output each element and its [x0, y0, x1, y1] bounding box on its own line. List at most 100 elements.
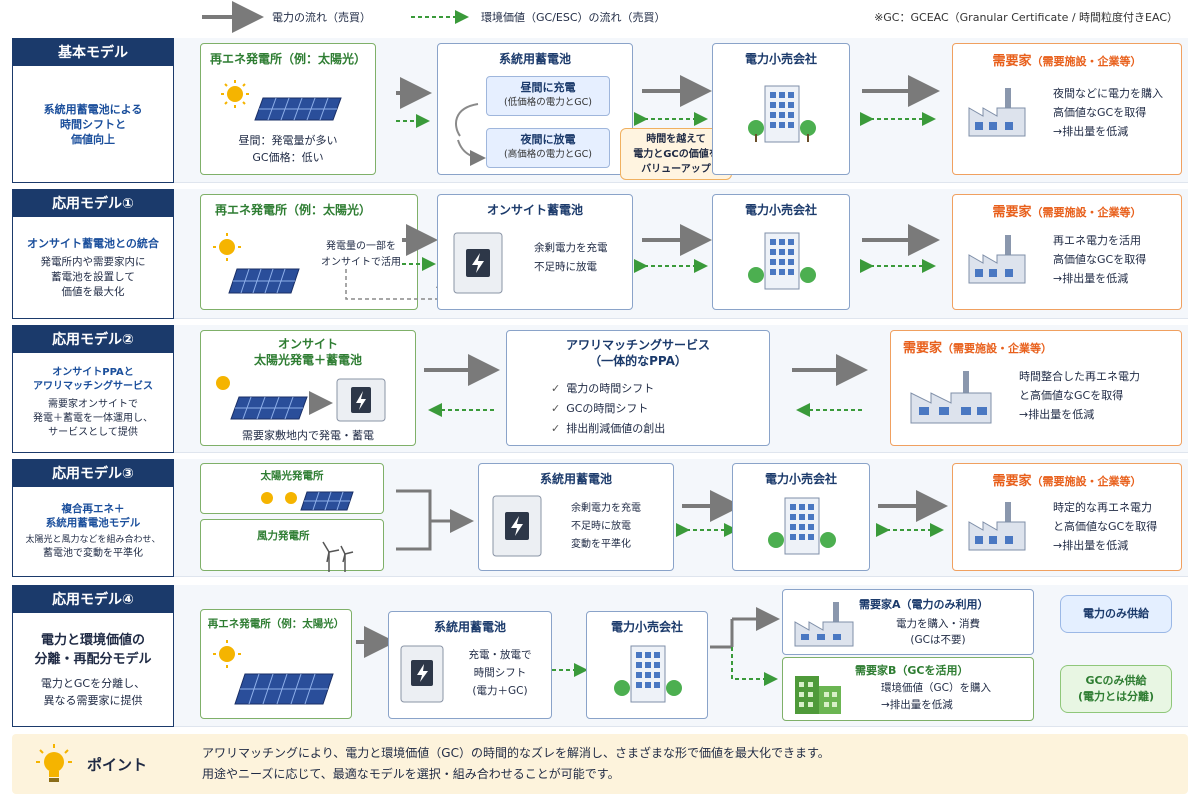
battery-box: オンサイト蓄電池 余剰電力を充電 不足時に放電 — [437, 194, 633, 310]
battery-title: 系統用蓄電池 — [539, 472, 612, 486]
callout-power-only: 電力のみ供給 — [1060, 595, 1172, 633]
gc-arrow — [552, 663, 588, 677]
legend-electricity-label: 電力の流れ（売買） — [272, 11, 371, 24]
electricity-arrow — [424, 354, 500, 386]
consumer-title: 需要家（需要施設・企業等） — [903, 341, 1053, 356]
service-checklist: ✓電力の時間シフト ✓GCの時間シフト ✓排出削減価値の創出 — [551, 382, 666, 435]
retail-box: 電力小売会社 — [712, 194, 850, 310]
consumer-a-box: 需要家A（電力のみ利用） 電力を購入・消費 (GCは不要) — [782, 589, 1034, 655]
check-icon: ✓ — [551, 422, 561, 435]
model-desc: 電力と環境価値の 分離・再配分モデル 電力とGCを分離し、 異なる需要家に提供 — [12, 613, 174, 727]
row-basic-model: 基本モデル 系統用蓄電池による 時間シフトと 価値向上 再エネ発電所（例：太陽光… — [12, 38, 1188, 183]
battery-text: 余剰電力を充電 不足時に放電 変動を平準化 — [571, 503, 641, 550]
factory-icon — [968, 88, 1026, 137]
lightbulb-icon — [36, 744, 72, 782]
battery-text: 余剰電力を充電 不足時に放電 — [534, 242, 608, 273]
generator-box: 再エネ発電所（例：太陽光） 昼間：発電量が多い GC価格：低い — [200, 43, 376, 175]
service-box: アワリマッチングサービス （一体的なPPA） ✓電力の時間シフト ✓GCの時間シ… — [506, 330, 770, 446]
electricity-arrow — [642, 75, 712, 107]
consumer-a-title: 需要家A（電力のみ利用） — [859, 598, 989, 611]
callout-gc-only: GCのみ供給 (電力とは分離) — [1060, 665, 1172, 713]
wind-turbine-icon — [322, 541, 354, 572]
gc-arrow-bidirectional — [634, 259, 708, 273]
battery-box: 系統用蓄電池 充電・放電で 時間シフト (電力＋GC) — [388, 611, 552, 719]
battery-box: 系統用蓄電池 余剰電力を充電 不足時に放電 変動を平準化 — [478, 463, 674, 571]
generator-title: 再エネ発電所（例：太陽光） — [207, 618, 345, 630]
consumer-title: 需要家（需要施設・企業等） — [992, 205, 1142, 220]
row-app-model-2: 応用モデル② オンサイトPPAと アワリマッチングサービス 需要家オンサイトで … — [12, 325, 1188, 453]
cycle-arrows-icon — [455, 103, 486, 166]
onsite-dashed-loop — [345, 269, 448, 300]
battery-title: 系統用蓄電池 — [498, 52, 571, 66]
consumer-b-box: 需要家B（GCを活用） 環境価値（GC）を購入 →排出量を低減 — [782, 657, 1034, 721]
gc-arrow — [402, 257, 436, 271]
consumer-box: 需要家（需要施設・企業等） 時定的な再エネ電力 と高価値なGCを取得 →排出量を… — [952, 463, 1182, 571]
factory-icon — [968, 502, 1026, 551]
office-building-icon — [748, 232, 816, 290]
generator-box: 再エネ発電所（例：太陽光） 発電量の一部を オンサイトで活用 — [200, 194, 418, 310]
discharge-box: 夜間に放電 (高価格の電力とGC) — [486, 128, 610, 168]
row-app-model-1: 応用モデル① オンサイト蓄電池との統合 発電所内や需要家内に 蓄電池を設置して … — [12, 189, 1188, 319]
electricity-arrow — [396, 77, 432, 109]
battery-cabinet-icon — [492, 495, 542, 557]
electricity-arrow — [682, 490, 742, 522]
electricity-arrow — [642, 224, 712, 256]
model-head: 応用モデル① — [12, 189, 174, 217]
consumer-a-text: 電力を購入・消費 (GCは不要) — [896, 618, 980, 646]
service-title: アワリマッチングサービス （一体的なPPA） — [565, 338, 710, 368]
legend-env-arrow — [411, 10, 469, 24]
model-desc: オンサイトPPAと アワリマッチングサービス 需要家オンサイトで 発電＋蓄電を一… — [12, 353, 174, 453]
consumer-box: 需要家（需要施設・企業等） 時間整合した再エネ電力 と高価値なGCを取得 →排出… — [890, 330, 1182, 446]
consumer-title: 需要家（需要施設・企業等） — [992, 474, 1142, 489]
battery-title: 系統用蓄電池 — [433, 620, 506, 634]
model-head: 基本モデル — [12, 38, 174, 66]
retail-title: 電力小売会社 — [744, 52, 817, 66]
gc-arrow-bidirectional — [876, 523, 944, 537]
battery-box: 系統用蓄電池 昼間に充電 (低価格の電力とGC) 夜間に放電 (高価格の電力とG… — [437, 43, 633, 175]
solar-panel-icon — [221, 80, 342, 121]
retail-title: 電力小売会社 — [764, 472, 837, 486]
generator-text: 需要家敷地内で発電・蓄電 — [242, 429, 374, 442]
model-desc: 複合再エネ＋ 系統用蓄電池モデル 太陽光と風力などを組み合わせ、 蓄電池で変動を… — [12, 487, 174, 577]
generator-title: 再エネ発電所（例：太陽光） — [215, 203, 372, 217]
solar-battery-icon — [216, 376, 386, 422]
office-building-icon — [768, 497, 836, 555]
generator-title: 再エネ発電所（例：太陽光） — [209, 52, 366, 66]
model-head: 応用モデル② — [12, 325, 174, 353]
merge-arrow — [396, 489, 474, 551]
gc-arrow-left — [428, 403, 494, 417]
retail-title: 電力小売会社 — [610, 620, 683, 634]
electricity-arrow — [792, 354, 868, 386]
retail-box: 電力小売会社 — [712, 43, 850, 175]
model-head: 応用モデル③ — [12, 459, 174, 487]
factory-icon — [968, 235, 1026, 284]
model-desc: オンサイト蓄電池との統合 発電所内や需要家内に 蓄電池を設置して 価値を最大化 — [12, 217, 174, 319]
check-icon: ✓ — [551, 382, 561, 395]
point-text: アワリマッチングにより、電力と環境価値（GC）の時間的なズレを解消し、さまざまな… — [202, 746, 830, 781]
solar-plant-box: 太陽光発電所 — [200, 463, 384, 514]
electricity-arrow — [402, 224, 438, 256]
retail-title: 電力小売会社 — [744, 203, 817, 217]
charge-box: 昼間に充電 (低価格の電力とGC) — [486, 76, 610, 116]
green-building-icon — [795, 676, 841, 714]
consumer-b-text: 環境価値（GC）を購入 →排出量を低減 — [881, 682, 991, 711]
row-app-model-4: 応用モデル④ 電力と環境価値の 分離・再配分モデル 電力とGCを分離し、 異なる… — [12, 585, 1188, 727]
point-label: ポイント — [87, 756, 148, 774]
split-arrows — [710, 607, 780, 686]
gc-arrow-bidirectional — [860, 112, 936, 126]
consumer-box: 需要家（需要施設・企業等） 再エネ電力を活用 高価値なGCを取得 →排出量を低減 — [952, 194, 1182, 310]
consumer-text: 時間整合した再エネ電力 と高価値なGCを取得 →排出量を低減 — [1019, 370, 1140, 421]
gc-arrow — [396, 114, 430, 128]
gc-arrow-left — [796, 403, 862, 417]
factory-icon — [910, 371, 992, 424]
model-desc: 系統用蓄電池による 時間シフトと 価値向上 — [12, 66, 174, 183]
consumer-text: 再エネ電力を活用 高価値なGCを取得 →排出量を低減 — [1053, 234, 1147, 285]
factory-icon — [794, 602, 854, 647]
gc-arrow-bidirectional — [860, 259, 936, 273]
gc-note: ※GC：GCEAC（Granular Certificate / 時間粒度付きE… — [874, 11, 1178, 24]
legend: 電力の流れ（売買） 環境価値（GC/ESC）の流れ（売買） — [200, 1, 696, 33]
legend-electricity-arrow — [202, 1, 264, 33]
point-banner: ポイント アワリマッチングにより、電力と環境価値（GC）の時間的なズレを解消し、… — [12, 734, 1188, 794]
gc-arrow-bidirectional — [676, 523, 738, 537]
row-app-model-3: 応用モデル③ 複合再エネ＋ 系統用蓄電池モデル 太陽光と風力などを組み合わせ、 … — [12, 459, 1188, 577]
